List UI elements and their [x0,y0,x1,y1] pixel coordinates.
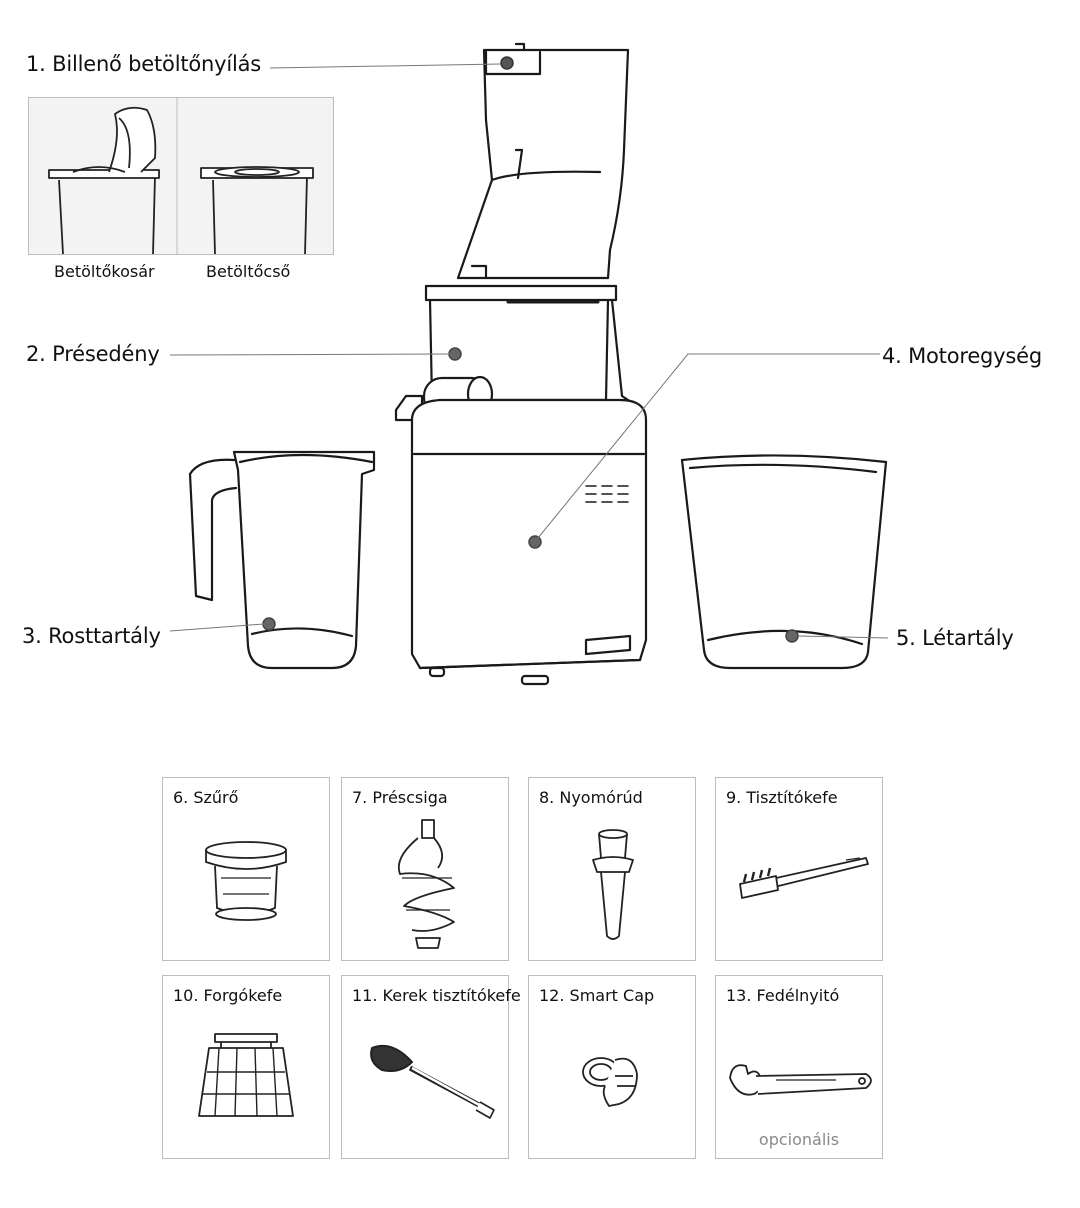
part-label: 11. Kerek tisztítókefe [352,986,521,1005]
part-label: 7. Préscsiga [352,788,448,807]
part-label: 13. Fedélnyitó [726,986,840,1005]
motor-base-drawing [410,398,648,686]
smart-cap-drawing [582,1057,638,1107]
leader-line-1 [269,63,501,69]
part-label: 12. Smart Cap [539,986,655,1005]
inset-label-feed-basket: Betöltőkosár [54,262,155,281]
callout-juicing-bowl: 2. Présedény [26,342,160,366]
callout-juice-container: 5. Létartály [896,626,1014,650]
inset-label-feed-tube: Betöltőcső [206,262,291,281]
inset-frame [28,97,334,255]
inset-drawings [48,98,314,254]
lid-opener-drawing [729,1064,872,1096]
juicer-diagram [169,42,889,686]
part-filter: 6. Szűrő [162,777,330,961]
callout-motor-base: 4. Motoregység [882,344,1043,368]
feed-chute-drawing [456,42,630,280]
part-round-brush: 11. Kerek tisztítókefe [341,975,521,1159]
cleaning-brush-drawing [739,857,869,899]
juice-container-drawing [680,454,888,670]
callout-feed-chute: 1. Billenő betöltőnyílás [26,52,262,76]
auger-drawing [397,819,455,949]
part-cleaning-brush: 9. Tisztítókefe [715,777,883,961]
part-lid-opener: 13. Fedélnyitó opcionális [715,975,883,1159]
filter-drawing [205,841,287,921]
part-label: 9. Tisztítókefe [726,788,838,807]
part-label: 6. Szűrő [173,788,239,807]
round-brush-drawing [370,1044,495,1119]
leader-line-5 [797,635,889,639]
part-label: 8. Nyomórúd [539,788,643,807]
leader-line-4 [537,353,880,539]
part-auger: 7. Préscsiga [341,777,509,961]
pusher-drawing [592,829,634,940]
callout-pulp-container: 3. Rosttartály [22,624,161,648]
part-pusher: 8. Nyomórúd [528,777,696,961]
leader-line-2 [169,353,451,356]
part-rotating-brush: 10. Forgókefe [162,975,330,1159]
leader-line-3 [169,623,265,632]
optional-note: opcionális [758,1130,840,1149]
pulp-container-drawing [188,450,376,670]
part-label: 10. Forgókefe [173,986,283,1005]
part-smart-cap: 12. Smart Cap [528,975,696,1159]
rotating-brush-drawing [198,1033,294,1117]
